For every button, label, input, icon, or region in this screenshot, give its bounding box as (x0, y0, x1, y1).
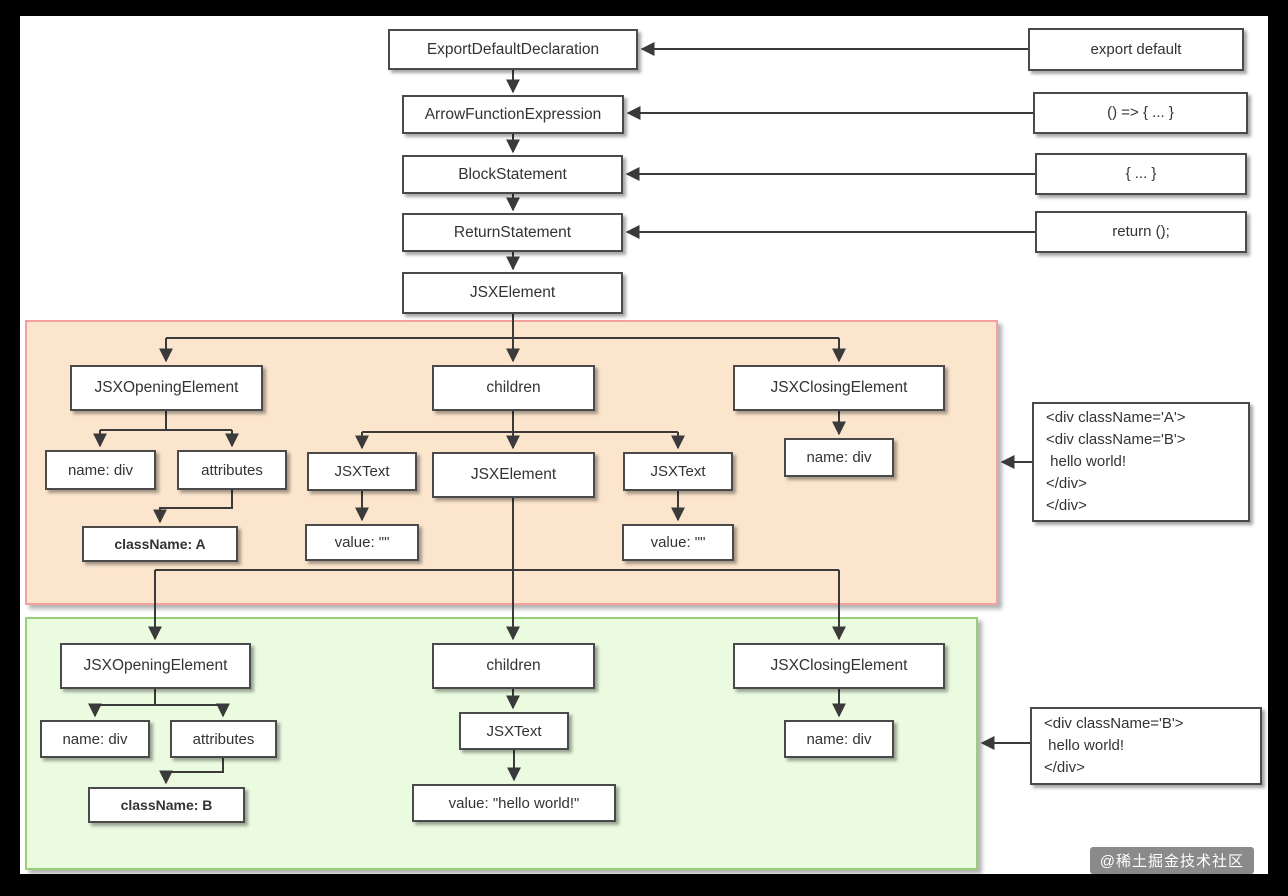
inner-value-hello-world: value: "hello world!" (412, 784, 616, 822)
outer-code-snippet: <div className='A'> <div className='B'> … (1032, 402, 1250, 522)
node-jsx-element: JSXElement (402, 272, 623, 314)
code-line: <div className='B'> (1046, 431, 1186, 448)
node-block-statement: BlockStatement (402, 155, 623, 194)
inner-class-name-b: className: B (88, 787, 245, 823)
node-return-statement: ReturnStatement (402, 213, 623, 252)
code-line: </div> (1046, 497, 1087, 514)
code-line: hello world! (1046, 453, 1127, 470)
code-line: </div> (1046, 475, 1087, 492)
outer-value-right: value: "" (622, 524, 734, 561)
watermark: @稀土掘金技术社区 (1089, 847, 1254, 874)
outer-jsx-closing-element: JSXClosingElement (733, 365, 945, 411)
code-line: <div className='A'> (1046, 409, 1186, 426)
outer-attributes: attributes (177, 450, 287, 490)
inner-closing-name-div: name: div (784, 720, 894, 758)
code-line: hello world! (1044, 737, 1125, 754)
inner-attributes: attributes (170, 720, 277, 758)
outer-jsx-element-child: JSXElement (432, 452, 595, 498)
code-block: { ... } (1035, 153, 1247, 195)
inner-jsx-text: JSXText (459, 712, 569, 750)
outer-jsx-text-left: JSXText (307, 452, 417, 491)
code-return: return (); (1035, 211, 1247, 253)
inner-name-div: name: div (40, 720, 150, 758)
outer-value-left: value: "" (305, 524, 419, 561)
inner-jsx-opening-element: JSXOpeningElement (60, 643, 251, 689)
outer-jsx-opening-element: JSXOpeningElement (70, 365, 263, 411)
code-line: <div className='B'> (1044, 715, 1184, 732)
code-export-default: export default (1028, 28, 1244, 71)
inner-children: children (432, 643, 595, 689)
outer-name-div: name: div (45, 450, 156, 490)
node-arrow-function-expression: ArrowFunctionExpression (402, 95, 624, 134)
code-arrow-function: () => { ... } (1033, 92, 1248, 134)
inner-jsx-closing-element: JSXClosingElement (733, 643, 945, 689)
outer-jsx-text-right: JSXText (623, 452, 733, 491)
outer-children: children (432, 365, 595, 411)
outer-closing-name-div: name: div (784, 438, 894, 477)
code-line: </div> (1044, 759, 1085, 776)
outer-class-name-a: className: A (82, 526, 238, 562)
node-export-default-declaration: ExportDefaultDeclaration (388, 29, 638, 70)
inner-code-snippet: <div className='B'> hello world! </div> (1030, 707, 1262, 785)
